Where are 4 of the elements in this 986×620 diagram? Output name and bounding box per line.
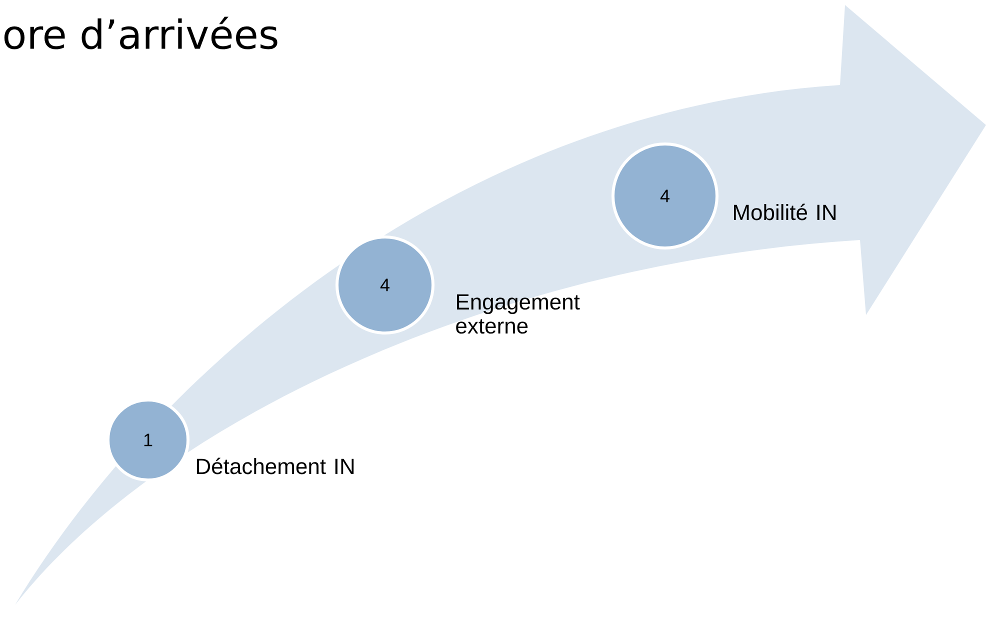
step-label: Engagement externe	[456, 294, 580, 334]
step-label: Mobilité IN	[734, 204, 836, 220]
step-label: Détachement IN	[197, 458, 354, 474]
title: ore d’arrivées	[4, 16, 278, 50]
